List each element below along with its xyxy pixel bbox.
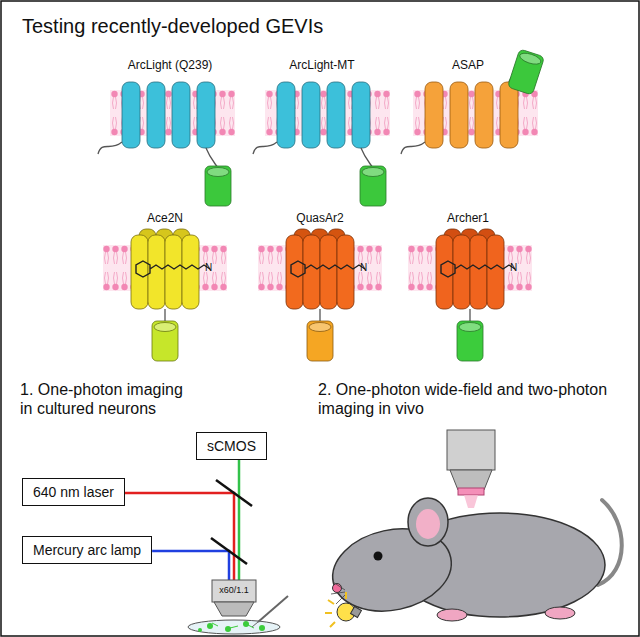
dichroic-mirror	[216, 480, 252, 506]
neuron-cells-part	[207, 623, 213, 629]
asap-icon-part	[500, 82, 518, 148]
optical-setup-part	[238, 460, 241, 580]
ace2n-icon	[103, 229, 227, 361]
light-bulb-part	[351, 607, 362, 618]
neuron-cells-part	[243, 621, 249, 627]
quasar2-icon-part	[337, 235, 354, 309]
arclight-q239-icon	[98, 82, 235, 206]
mouse-illustration-part	[545, 607, 575, 619]
asap-icon-part	[507, 49, 544, 95]
mouse-illustration-part	[408, 498, 448, 546]
asap-icon-part	[425, 82, 443, 148]
arclight-q239-icon-part	[172, 82, 190, 148]
arclight-mt-icon-part	[352, 82, 370, 148]
mouse-illustration-part	[331, 582, 346, 604]
ace2n-icon-part	[182, 235, 199, 309]
atom-label: N	[205, 262, 217, 274]
gevi-name: Archer1	[408, 211, 528, 225]
section-heading: 2. One-photon wide-field and two-photon …	[318, 380, 630, 418]
arclight-q239-icon-part	[197, 82, 215, 148]
quasar2-icon	[258, 229, 382, 361]
optical-setup-part	[152, 551, 229, 580]
mouse-illustration	[325, 430, 622, 627]
neuron-cells-part	[225, 626, 231, 632]
atom-label: N	[360, 262, 372, 274]
box-text: 640 nm laser	[33, 484, 114, 500]
section-heading: 1. One-photon imaging in cultured neuron…	[20, 380, 192, 418]
asap-icon-part-part	[507, 49, 544, 95]
archer1-icon-part	[487, 235, 504, 309]
pipette	[252, 622, 258, 627]
mouse-illustration-part	[374, 552, 383, 561]
archer1-icon-part	[441, 261, 515, 277]
mouse-illustration-part	[437, 609, 467, 621]
arclight-q239-icon-part	[147, 82, 165, 148]
quasar2-icon-part	[307, 321, 333, 361]
neuron-cells-part	[259, 625, 265, 631]
pipette	[258, 596, 288, 622]
objective-in-vivo	[447, 430, 495, 508]
gevi-name: ASAP	[418, 58, 518, 72]
asap-icon	[401, 49, 545, 154]
objective-in-vivo-part	[464, 495, 478, 508]
gevi-name: QuasAr2	[260, 211, 380, 225]
arclight-mt-icon-part	[361, 148, 373, 168]
ace2n-icon-part	[136, 261, 210, 277]
light-bulb	[325, 592, 361, 627]
quasar2-icon-part	[320, 235, 337, 309]
arclight-q239-icon-part	[205, 166, 231, 206]
archer1-icon-part	[436, 235, 453, 309]
ace2n-icon-part	[152, 321, 178, 361]
figure-title: Testing recently-developed GEVIs	[22, 14, 323, 38]
gevi-name: Ace2N	[105, 211, 225, 225]
quasar2-icon-part	[291, 261, 365, 277]
box-text: Mercury arc lamp	[33, 542, 141, 558]
dichroic-mirror	[211, 538, 247, 564]
arclight-mt-icon	[253, 82, 390, 206]
objective	[214, 602, 254, 616]
gevi-name: ArcLight-MT	[257, 58, 387, 72]
objective-label: x60/1.1	[213, 585, 255, 596]
light-bulb-part	[325, 592, 346, 627]
asap-icon-part	[475, 82, 493, 148]
objective	[212, 580, 256, 602]
device-box: 640 nm laser	[22, 478, 125, 506]
arclight-mt-icon-part	[360, 166, 386, 206]
arclight-q239-icon-part	[98, 142, 122, 154]
arclight-q239-icon-part	[206, 148, 218, 168]
objective-in-vivo-part	[450, 470, 492, 490]
archer1-icon-part	[470, 235, 487, 309]
arclight-mt-icon-part	[302, 82, 320, 148]
arclight-mt-icon-part	[253, 142, 277, 154]
neuron-cells-part	[198, 628, 202, 632]
gevi-name: ArcLight (Q239)	[105, 58, 235, 72]
arclight-mt-icon-part	[327, 82, 345, 148]
box-text: sCMOS	[207, 438, 256, 454]
neuron-cells	[198, 621, 265, 632]
ace2n-icon-part	[165, 235, 182, 309]
asap-icon-part	[401, 142, 425, 154]
arclight-mt-icon-part	[277, 82, 295, 148]
mouse-illustration-part	[416, 509, 440, 539]
quasar2-icon-part	[286, 235, 303, 309]
device-box: sCMOS	[196, 432, 267, 460]
atom-label: N	[510, 262, 522, 274]
objective-in-vivo-part	[458, 488, 484, 495]
archer1-icon-part	[457, 321, 483, 361]
device-box: Mercury arc lamp	[22, 536, 152, 564]
optical-setup-part	[212, 623, 254, 628]
ace2n-icon-part	[131, 235, 148, 309]
archer1-icon	[408, 229, 532, 361]
objective-in-vivo-part	[447, 430, 495, 470]
arclight-q239-icon-part	[122, 82, 140, 148]
asap-icon-part	[450, 82, 468, 148]
culture-dish	[188, 620, 280, 634]
